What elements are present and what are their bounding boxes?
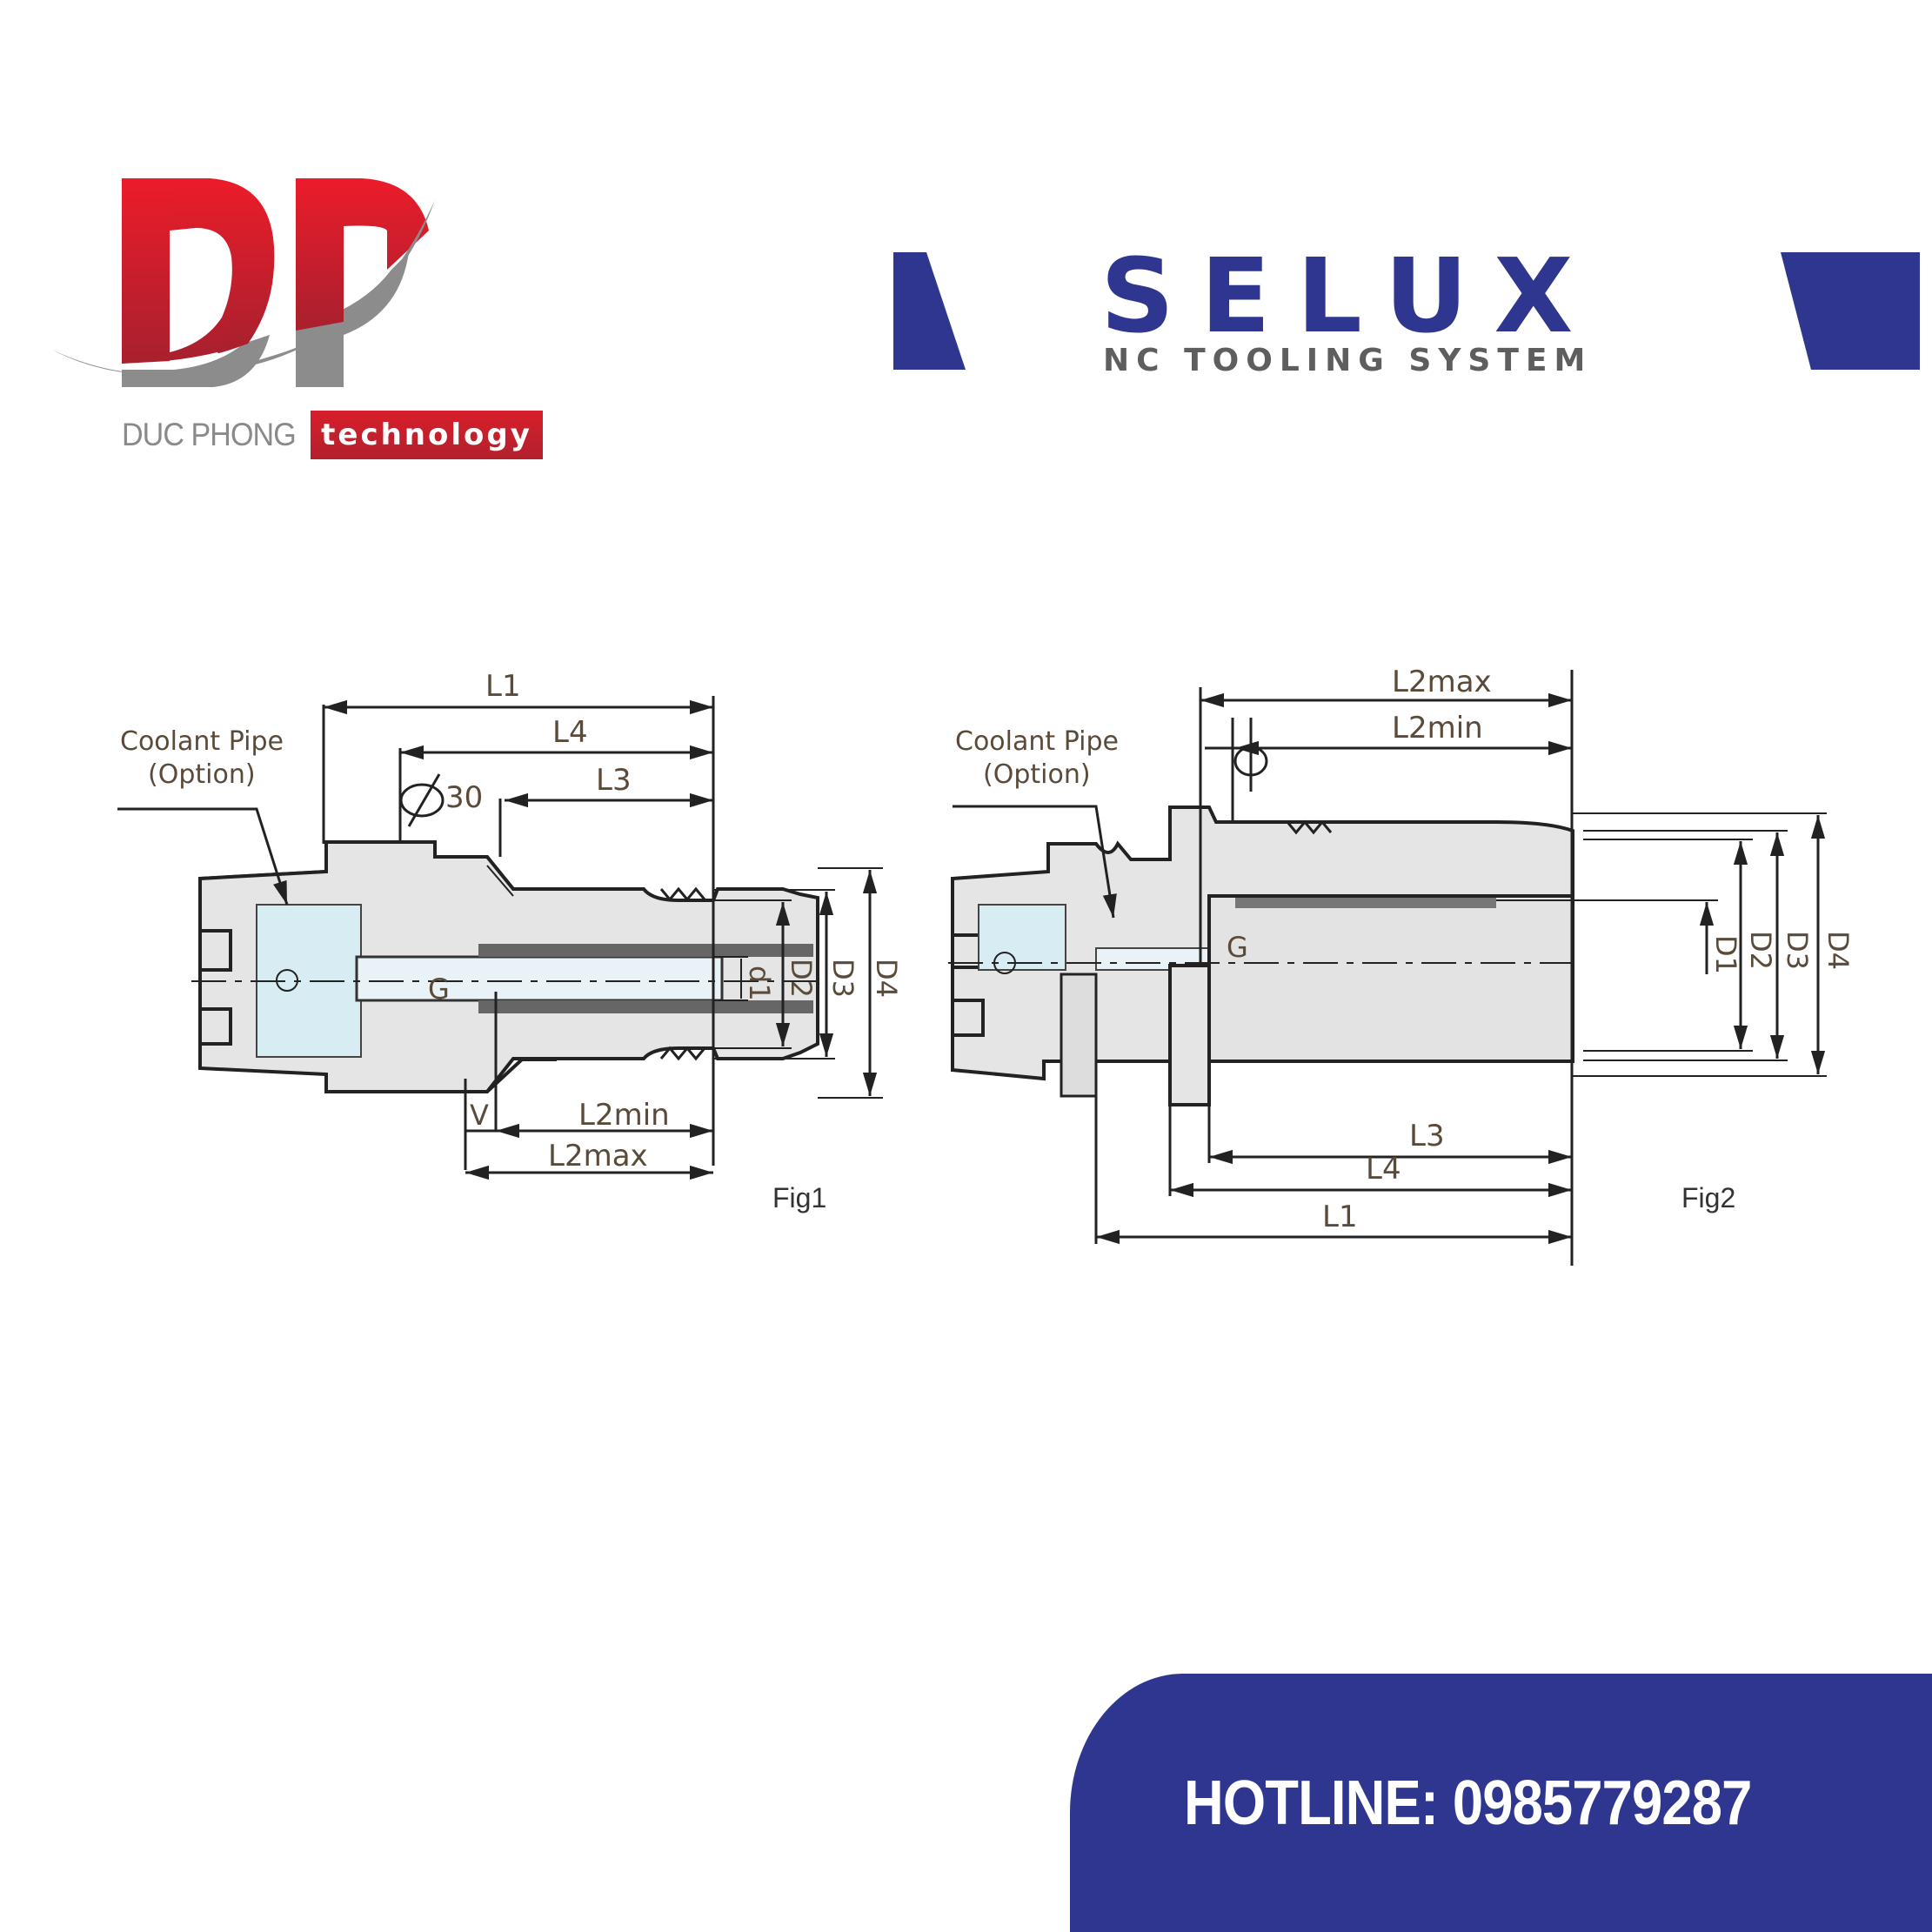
company-name: DUC PHONG [122, 417, 297, 452]
dim-L2max: L2max [548, 1139, 648, 1173]
dim-L2min: L2min [578, 1098, 670, 1133]
dim-L2max: L2max [1392, 665, 1492, 699]
logo-letter-p [296, 178, 429, 331]
dim-D2: D2 [785, 959, 818, 998]
dim-D3: D3 [826, 959, 859, 998]
dim-V: V [470, 1099, 489, 1132]
coolant-pipe-option-label: (Option) [148, 759, 256, 790]
duc-phong-logo [52, 178, 435, 387]
dim-L1: L1 [1322, 1200, 1358, 1234]
dim-d1: d1 [743, 966, 776, 1001]
dim-L3: L3 [1409, 1119, 1445, 1153]
dim-L1: L1 [485, 669, 521, 704]
coolant-pipe-label: Coolant Pipe [120, 726, 284, 757]
dim-L4: L4 [552, 715, 588, 750]
selux-side-bars [893, 252, 1920, 370]
rotation-symbol-icon [1233, 718, 1268, 792]
figure-1-caption: Fig1 [772, 1182, 826, 1213]
dim-D4: D4 [1822, 931, 1855, 970]
company-tagline-badge: technology [311, 411, 543, 459]
selux-tagline: NC TOOLING SYSTEM [1103, 343, 1593, 378]
selux-logo: SELUX NC TOOLING SYSTEM [879, 226, 1922, 383]
dim-L2min: L2min [1392, 711, 1483, 745]
coolant-pipe-option-label: (Option) [983, 759, 1091, 790]
figure-2-drawing: Coolant Pipe (Option) L2max L2min G L3 L… [948, 665, 1855, 1266]
coolant-pipe-label: Coolant Pipe [955, 726, 1119, 757]
dim-L4: L4 [1366, 1152, 1401, 1187]
hotline-banner: HOTLINE: 0985779287 [1070, 1674, 1932, 1932]
hotline-text[interactable]: HOTLINE: 0985779287 [1184, 1768, 1752, 1838]
selux-brand-name: SELUX [1100, 236, 1600, 356]
angle-symbol-icon [399, 773, 445, 827]
thread-G: G [428, 973, 450, 1006]
dim-L3: L3 [596, 763, 632, 798]
thread-G: G [1227, 931, 1248, 964]
figure-1-drawing: Coolant Pipe (Option) L1 L4 L3 30 G V L2… [117, 669, 903, 1213]
dim-D1: D1 [1709, 935, 1742, 974]
duc-phong-wordmark: DUC PHONG technology [122, 411, 543, 459]
angle-30: 30 [445, 780, 483, 815]
dim-D3: D3 [1781, 931, 1814, 970]
dim-D2: D2 [1744, 931, 1777, 970]
figure-2-caption: Fig2 [1681, 1182, 1735, 1213]
dim-D4: D4 [870, 959, 903, 998]
